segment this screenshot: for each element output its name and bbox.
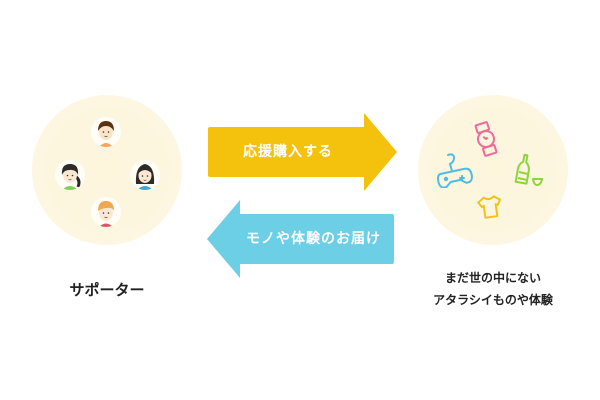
boy-blond-hair-avatar — [91, 197, 121, 227]
boy-brown-hair-avatar — [91, 117, 121, 147]
support-purchase-arrow — [208, 113, 397, 191]
support-purchase-label: 応援購入する — [243, 144, 333, 160]
t-shirt-icon — [477, 195, 502, 219]
girl-ponytail-avatar — [55, 160, 85, 190]
supporters-label: サポーター — [69, 281, 145, 299]
game-controller-icon — [436, 153, 473, 188]
delivery-arrow — [207, 200, 394, 278]
bottle-and-cup-icon — [514, 153, 543, 186]
girl-long-hair-avatar — [130, 160, 160, 190]
watch-icon — [474, 121, 498, 157]
new-products-label-line2: アタラシイものや体験 — [433, 293, 553, 307]
new-products-circle — [418, 95, 568, 245]
new-products-label: まだ世の中にない アタラシイものや体験 — [418, 267, 568, 311]
delivery-label: モノや体験のお届け — [246, 231, 381, 247]
new-products-label-line1: まだ世の中にない — [444, 271, 541, 285]
